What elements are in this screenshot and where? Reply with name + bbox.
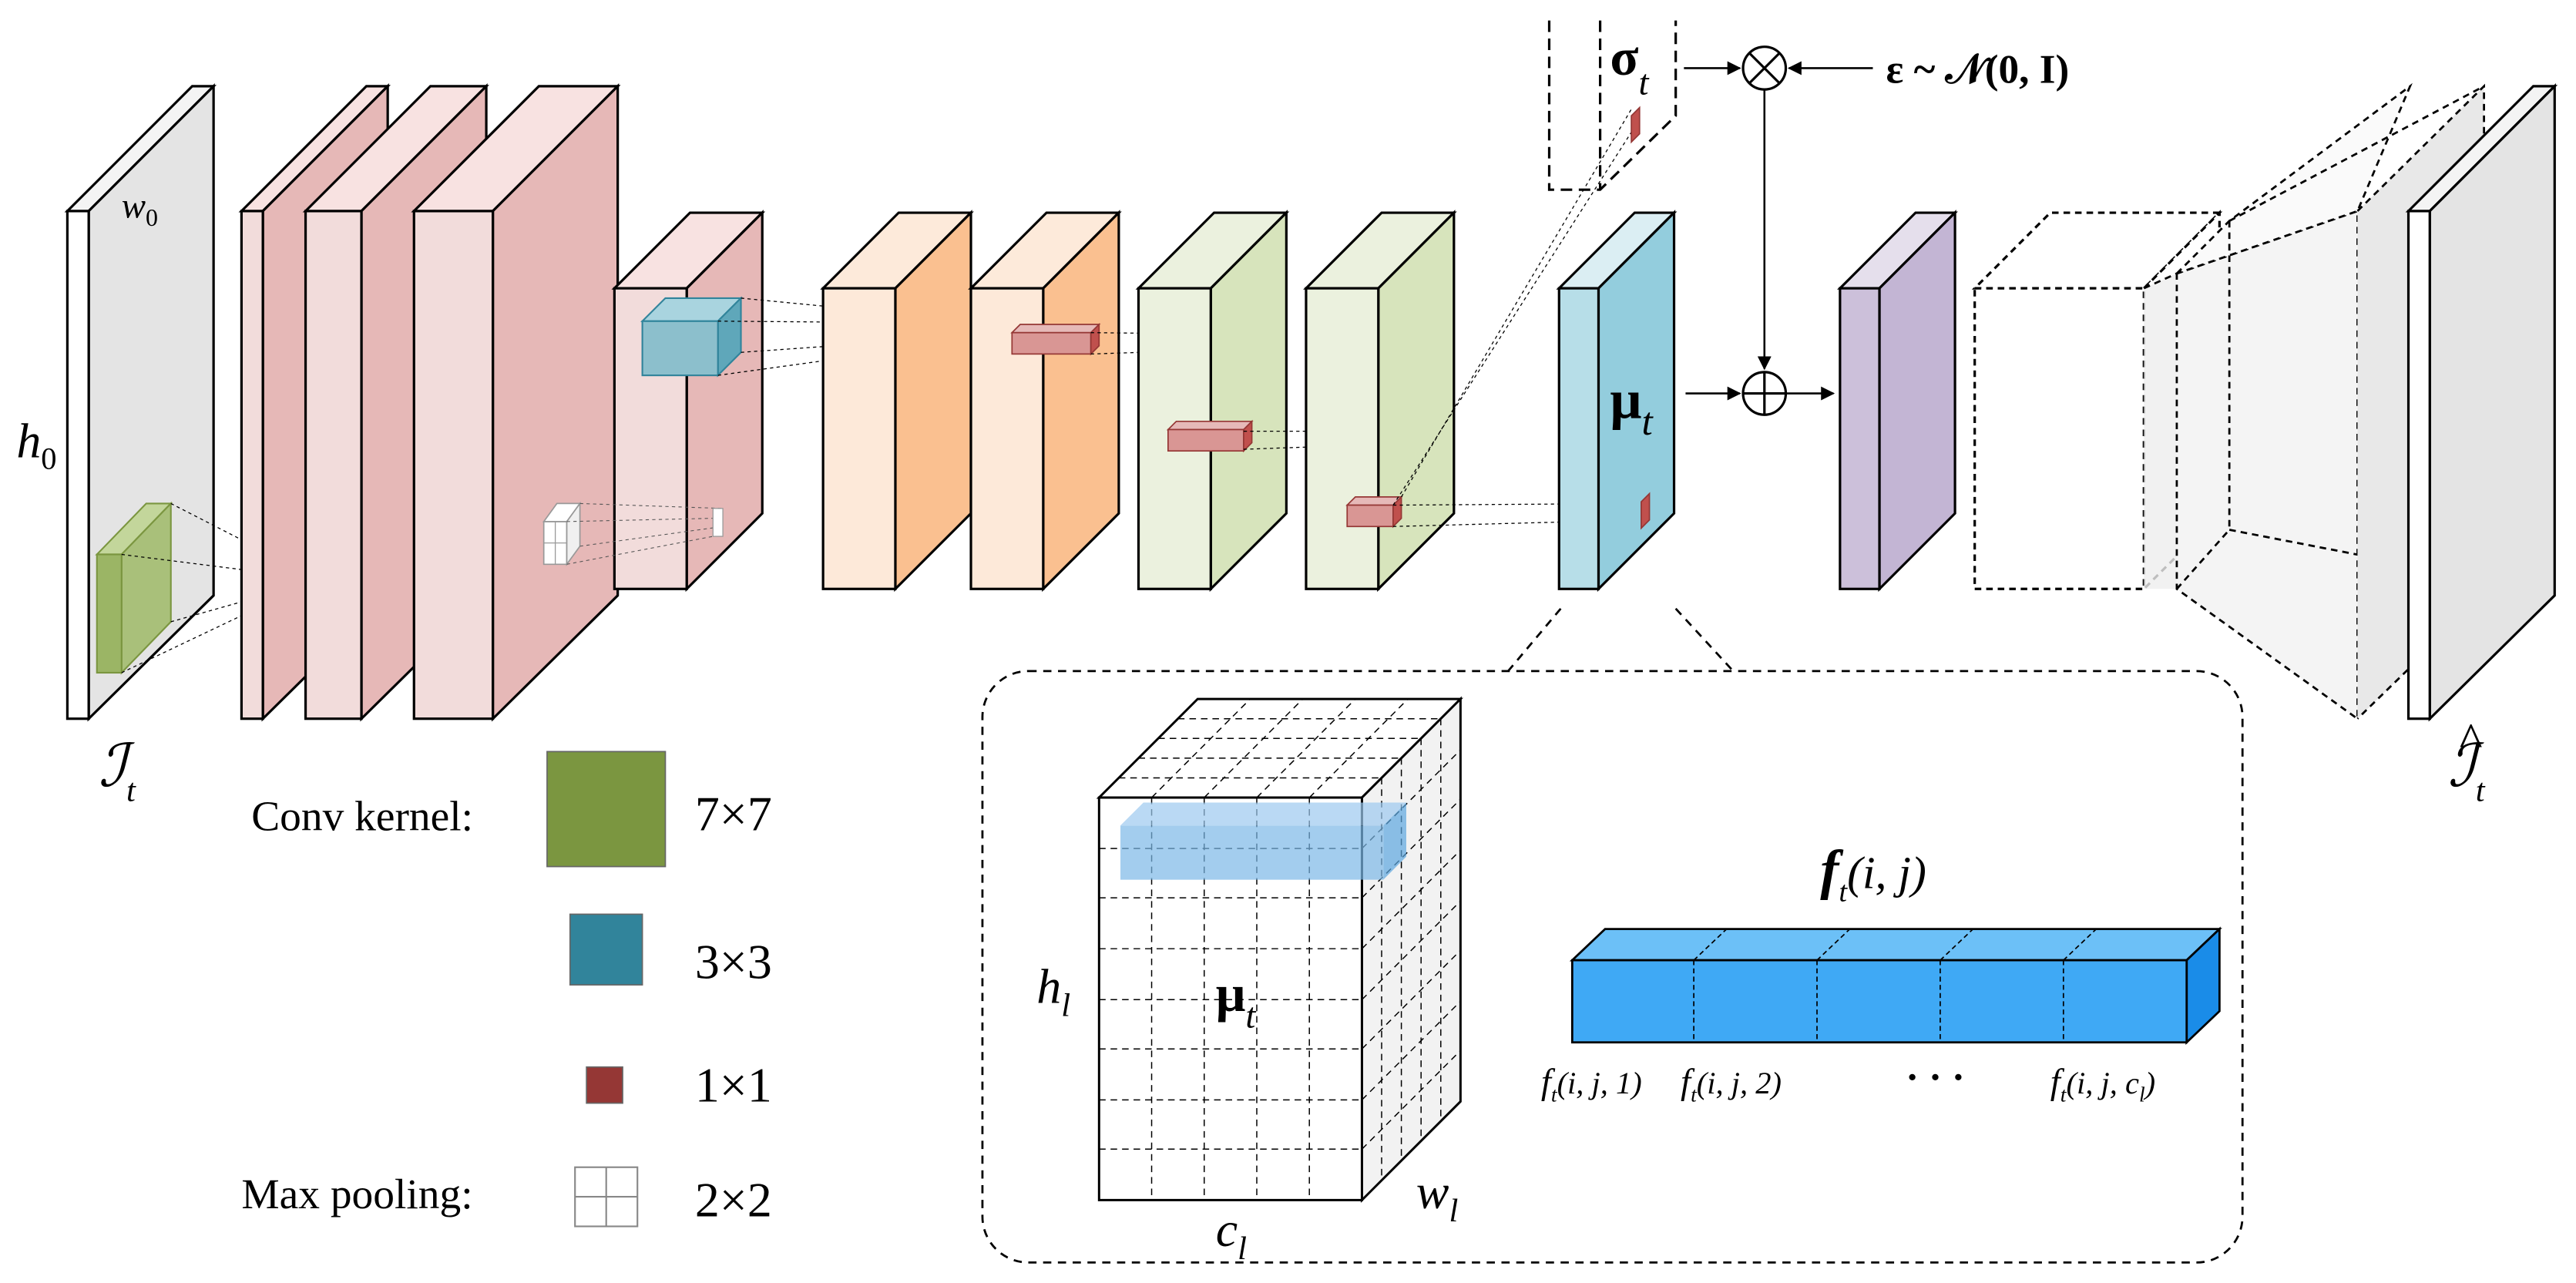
encoder-block-5 [820,210,974,593]
legend-max-pooling-label: Max pooling: [241,1170,472,1218]
output-image-label: ^ ℐt [2448,713,2486,809]
feature-map-cube [1096,696,1463,1203]
encoder-block-6 [968,210,1122,593]
add-node [1741,371,1788,416]
svg-text:^: ^ [2460,713,2483,767]
legend-swatch-7x7 [546,751,667,868]
multiply-node [1741,45,1788,91]
feature-element-2-label: ft(i, j, 2) [1681,1062,1782,1107]
decoder-block-1 [1836,210,1958,593]
feature-ellipsis: · · · [1906,1056,1965,1100]
feature-vector-label: ft(i, j) [1820,838,1926,908]
encoder-block-4 [611,210,766,593]
detail-panel: μt hl cl wl ft(i, j) ft(i, j, 1) ft(i, j… [981,607,2244,1267]
legend-swatch-3x3 [569,913,643,986]
legend: Conv kernel: 7×7 3×3 1×1 Max pooling: 2×… [241,751,772,1228]
input-height-label: h0 [16,414,56,476]
detail-channels-label: cl [1216,1202,1247,1267]
sigma-block [1547,20,1678,191]
feature-vector [1569,926,2222,1045]
legend-swatch-1x1 [586,1066,623,1104]
output-image-slab [2405,83,2558,722]
max-pooling-window [542,501,724,566]
latent-arrows [1684,61,1873,401]
noise-label: ε ~ 𝒩(0, I) [1886,47,2070,92]
mu-label: μt [1610,368,1654,444]
legend-conv-kernel-label: Conv kernel: [251,793,473,840]
encoder-block-3 [411,83,621,722]
input-image-label: ℐt [99,734,136,808]
sigma-label: σt [1610,28,1649,103]
legend-size-7x7: 7×7 [695,787,772,841]
detail-height-label: hl [1036,959,1070,1024]
legend-size-2x2: 2×2 [695,1173,772,1228]
encoder-block-8 [1303,210,1457,593]
encoder-block-7 [1135,210,1290,593]
feature-element-1-label: ft(i, j, 1) [1541,1062,1642,1107]
feature-vector-highlight [1120,802,1407,880]
legend-size-3x3: 3×3 [695,935,772,989]
input-width-label: w0 [122,186,158,231]
detail-width-label: wl [1416,1164,1458,1229]
feature-element-last-label: ft(i, j, cl) [2050,1062,2155,1107]
input-conv-kernel-7x7 [95,501,300,675]
legend-swatch-2x2 [574,1166,639,1228]
legend-size-1x1: 1×1 [695,1057,772,1112]
mu-block [1556,210,1678,593]
detail-mu-label: μt [1216,964,1257,1036]
